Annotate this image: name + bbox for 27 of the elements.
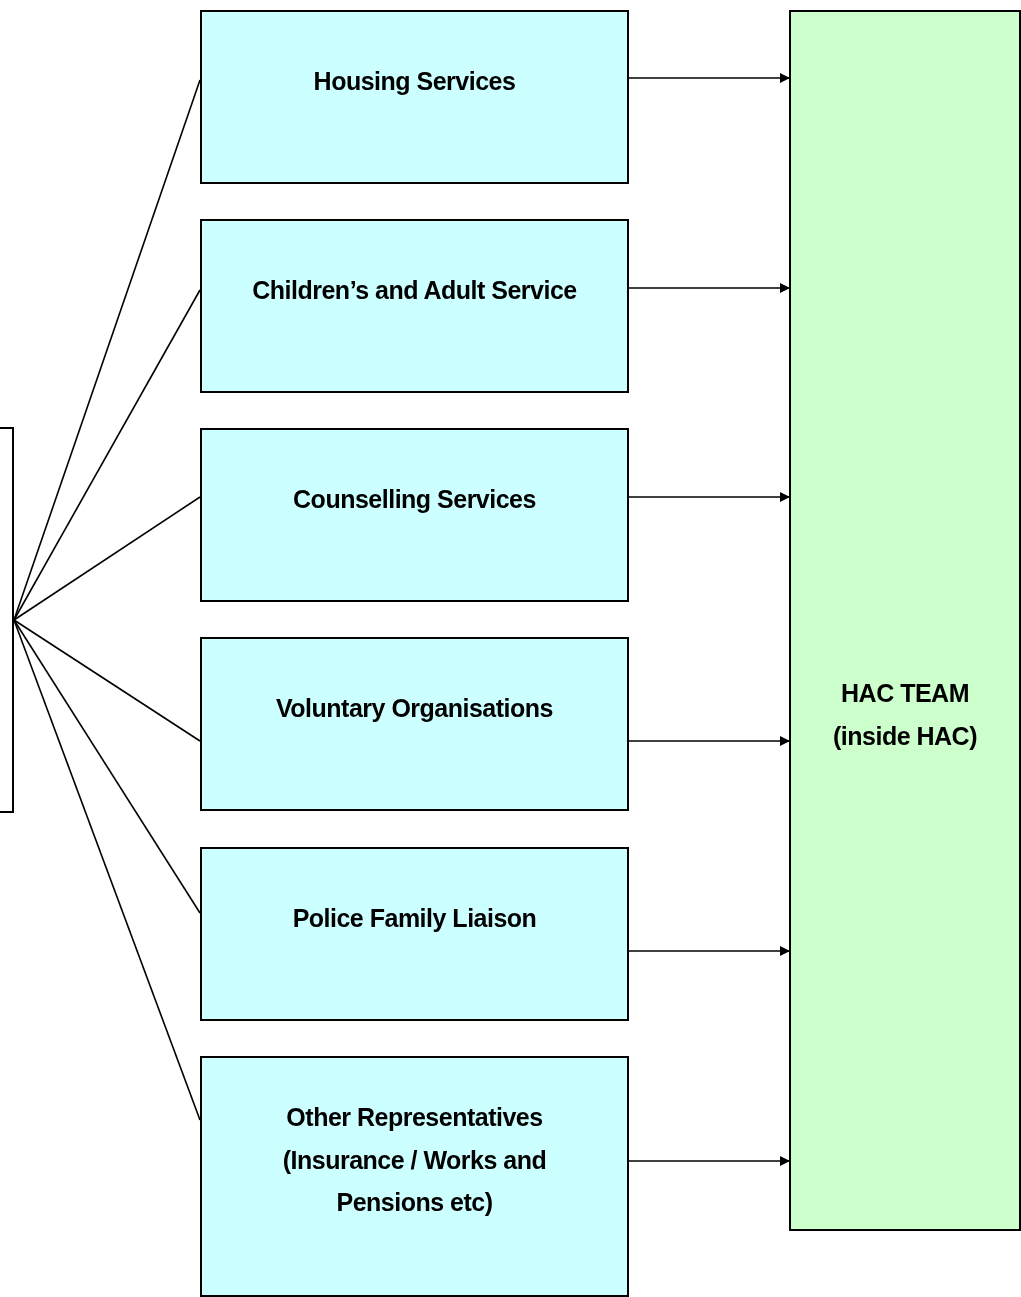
connector-line bbox=[13, 289, 201, 621]
arrow bbox=[628, 1156, 790, 1166]
box-label: Counselling Services bbox=[292, 484, 537, 515]
arrow bbox=[628, 946, 790, 956]
process-box bbox=[200, 219, 629, 393]
arrow bbox=[628, 736, 790, 746]
arrow bbox=[628, 492, 790, 502]
connector-line bbox=[13, 619, 201, 742]
box-label: Voluntary Organisations bbox=[275, 693, 554, 724]
process-box bbox=[200, 10, 629, 184]
arrow bbox=[628, 73, 790, 83]
connector-line bbox=[13, 496, 201, 621]
box-label: Housing Services bbox=[312, 66, 517, 97]
process-box bbox=[200, 1056, 629, 1297]
box-label: HAC TEAM bbox=[840, 678, 970, 709]
box-label: (inside HAC) bbox=[832, 720, 978, 752]
process-box bbox=[200, 428, 629, 602]
process-box bbox=[200, 847, 629, 1021]
process-box bbox=[789, 10, 1021, 1231]
process-box bbox=[200, 637, 629, 811]
box-label: Police Family Liaison bbox=[291, 903, 538, 934]
connector-line bbox=[13, 619, 201, 1121]
box-label: Other Representatives (Insurance / Works and Pensions etc) bbox=[281, 1102, 548, 1218]
arrow bbox=[628, 283, 790, 293]
box-label: Children’s and Adult Service bbox=[251, 275, 578, 306]
box-outline bbox=[0, 427, 14, 813]
connector-line bbox=[13, 619, 201, 914]
